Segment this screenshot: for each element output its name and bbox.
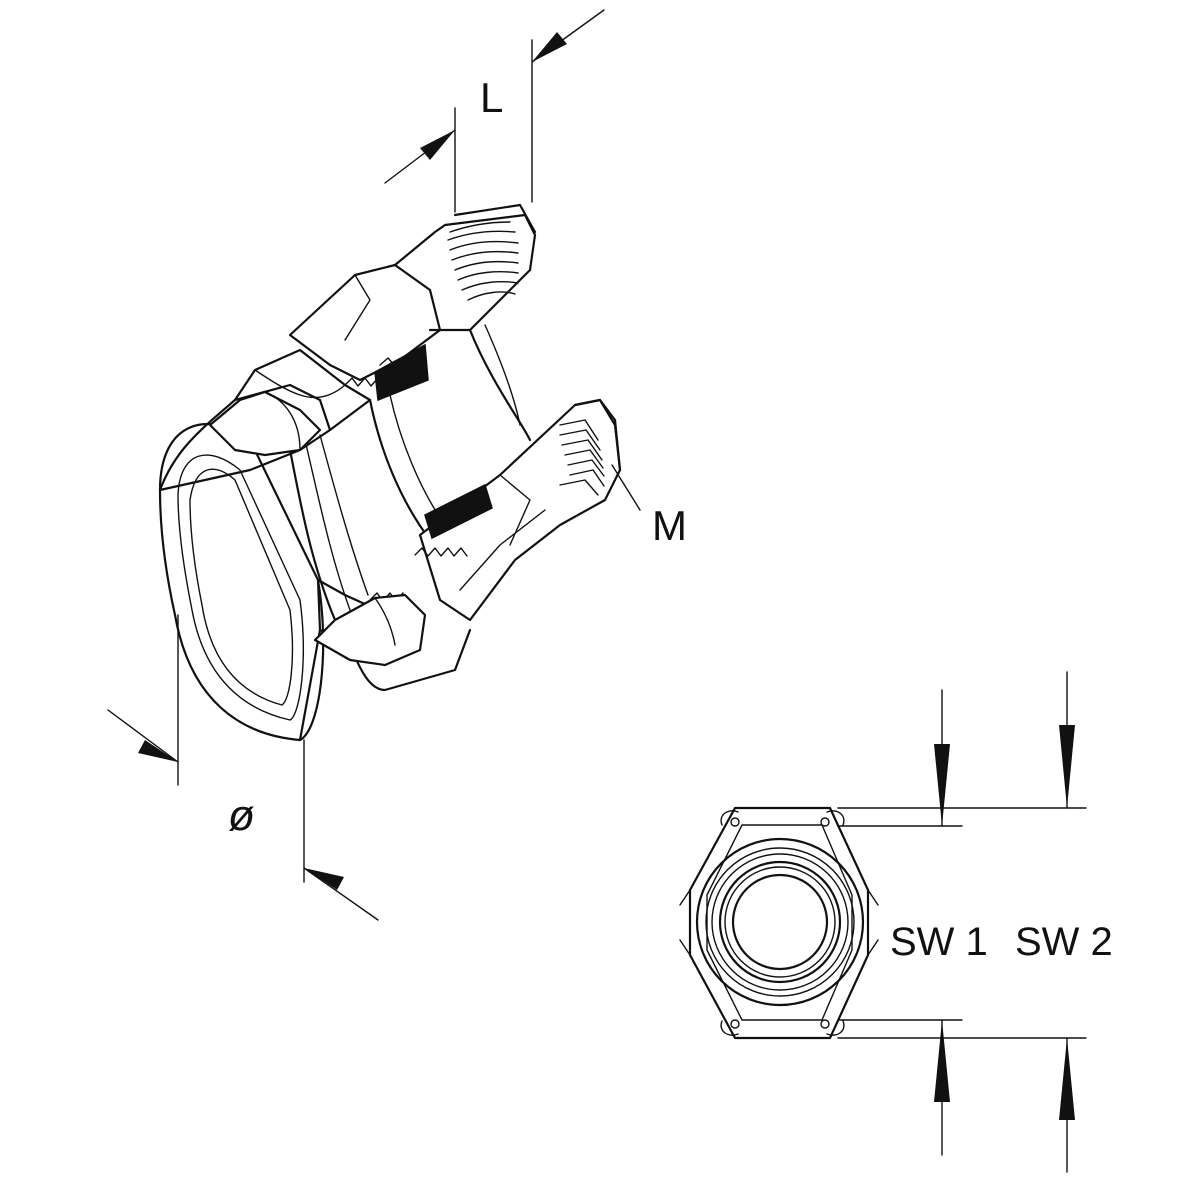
cap-inner-ring bbox=[177, 454, 304, 721]
dia-arrow-left bbox=[138, 740, 178, 762]
body-lower-line bbox=[459, 509, 546, 591]
sw1-arrow-top bbox=[934, 744, 950, 826]
hex-side-ticks bbox=[679, 889, 879, 956]
label-m: M bbox=[652, 502, 687, 549]
hex-corner-bl bbox=[720, 1020, 739, 1036]
sw2-arrow-bottom bbox=[1059, 1038, 1075, 1120]
dia-leader-right bbox=[303, 867, 379, 921]
dimension-sw2: SW 2 bbox=[837, 671, 1113, 1173]
tube-back-edge bbox=[468, 328, 532, 442]
label-l: L bbox=[480, 74, 503, 121]
cable-gland-isometric bbox=[158, 203, 622, 742]
sw1-arrow-bottom bbox=[934, 1020, 950, 1102]
upper-thread bbox=[447, 203, 537, 301]
ring-2 bbox=[705, 847, 855, 997]
ring-4 bbox=[718, 860, 842, 984]
cap-top-wall bbox=[158, 383, 332, 492]
sw2-arrow-top bbox=[1059, 725, 1075, 808]
l-arrow-right bbox=[532, 32, 567, 62]
hex-dot-tr bbox=[820, 817, 830, 827]
dimension-m: M bbox=[611, 464, 687, 549]
dia-leader-left bbox=[107, 709, 179, 763]
m-leader bbox=[611, 464, 641, 511]
dia-arrow-right bbox=[304, 868, 344, 890]
hex-dot-tl bbox=[730, 817, 740, 827]
cap-lower-inner bbox=[374, 597, 396, 646]
lower-seal-insert bbox=[424, 483, 493, 540]
ring-outer bbox=[695, 837, 865, 1007]
dimension-sw1: SW 1 bbox=[837, 689, 988, 1156]
dimension-l: L bbox=[384, 9, 605, 213]
tube-left-edge bbox=[288, 448, 337, 622]
label-sw1: SW 1 bbox=[890, 920, 988, 964]
cap-upper-inner bbox=[264, 391, 301, 451]
tube-line-3 bbox=[389, 394, 446, 526]
tube-mid-edge bbox=[368, 398, 432, 542]
hex-dot-bl bbox=[730, 1019, 740, 1029]
hex-corner-br bbox=[826, 1020, 845, 1036]
cap-upper-section bbox=[208, 390, 322, 457]
tube-line-2 bbox=[319, 434, 369, 596]
tube-line-1 bbox=[304, 439, 351, 611]
label-sw2: SW 2 bbox=[1015, 920, 1113, 964]
hex-dot-br bbox=[820, 1019, 830, 1029]
tube-back-line bbox=[484, 324, 521, 426]
cap-bore bbox=[189, 468, 294, 706]
hex-corner-tr bbox=[826, 810, 845, 826]
ring-3 bbox=[711, 853, 849, 991]
cap-top-hex bbox=[233, 348, 372, 432]
hex-outer bbox=[688, 806, 870, 1040]
upper-seal-insert bbox=[374, 343, 429, 402]
hex-corner-tl bbox=[720, 810, 739, 826]
cap-lower-edge bbox=[298, 628, 322, 742]
lower-inner-teeth bbox=[414, 547, 468, 557]
ring-bore bbox=[731, 873, 829, 971]
cap-lower-section bbox=[313, 593, 427, 667]
lower-thread bbox=[559, 398, 622, 496]
cap-thread-arc bbox=[254, 369, 346, 399]
ring-5 bbox=[724, 866, 836, 978]
body-lower-section bbox=[418, 398, 622, 622]
dimension-diameter: ø bbox=[107, 614, 379, 921]
hex-front-view bbox=[679, 806, 879, 1040]
l-arrow-left bbox=[420, 130, 455, 160]
label-diameter: ø bbox=[228, 791, 255, 840]
body-lower-facet bbox=[499, 474, 531, 546]
body-upper-facet bbox=[344, 274, 371, 341]
